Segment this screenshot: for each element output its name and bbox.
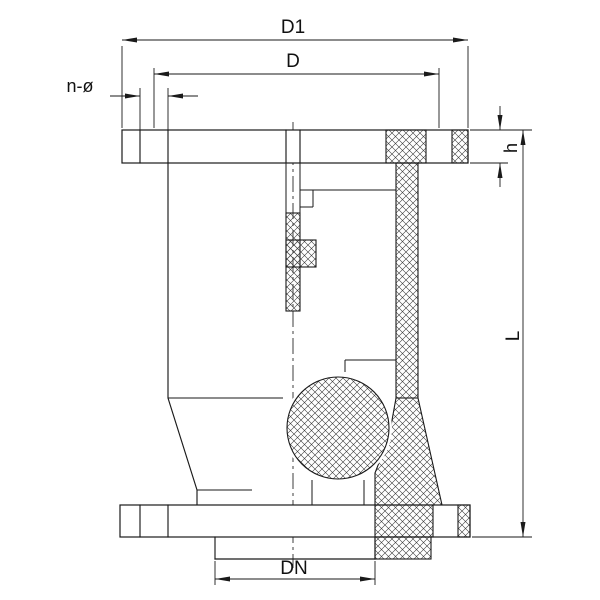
body-wall-section	[395, 162, 419, 399]
stem-block-section	[285, 239, 317, 268]
pipe-wall-section	[374, 536, 432, 560]
label-l: L	[503, 331, 524, 342]
label-d1: D1	[281, 17, 305, 38]
dimension-d: D	[153, 51, 440, 128]
dimension-dn: DN	[214, 558, 376, 585]
float-ball	[286, 376, 390, 480]
top-flange-section	[451, 129, 469, 164]
hatched-sections	[284, 129, 471, 560]
dimension-n-phi: n-ø	[67, 76, 198, 130]
dimension-l: L	[472, 130, 532, 538]
label-h: h	[501, 143, 521, 153]
bottom-flange-section	[457, 504, 471, 538]
bottom-flange-section	[374, 504, 434, 538]
label-d: D	[286, 51, 300, 72]
dimension-d1: D1	[121, 17, 469, 128]
top-flange-section	[385, 129, 427, 164]
label-dn: DN	[280, 558, 307, 579]
label-n-phi: n-ø	[67, 76, 94, 96]
